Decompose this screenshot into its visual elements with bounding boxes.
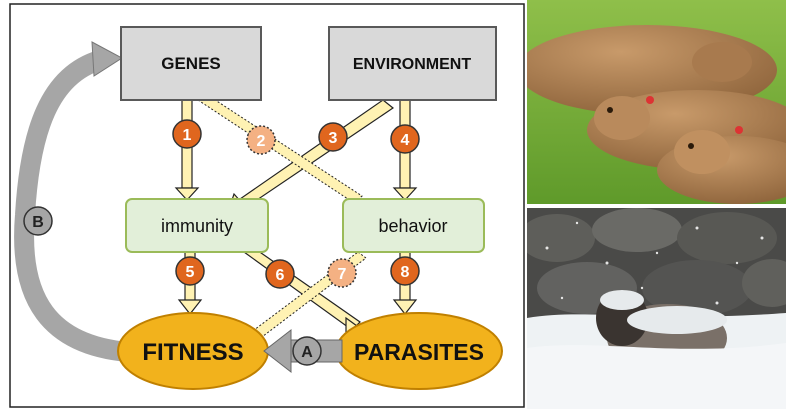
parasites-label: PARASITES	[354, 339, 484, 365]
behavior-box	[342, 198, 485, 253]
svg-text:4: 4	[401, 132, 410, 149]
path-marker-6: 6	[265, 259, 295, 289]
photo-sheep-grass	[527, 0, 786, 204]
svg-text:B: B	[32, 214, 44, 231]
photo-sheep-snow	[527, 208, 786, 409]
svg-text:2: 2	[257, 133, 266, 150]
arrow-path-2	[197, 93, 363, 204]
path-marker-8: 8	[390, 256, 420, 286]
genes-label: GENES	[161, 54, 221, 73]
path-marker-a: A	[292, 336, 322, 366]
fitness-label: FITNESS	[142, 339, 243, 366]
path-marker-3: 3	[318, 122, 348, 152]
genes-box	[120, 26, 262, 101]
svg-text:3: 3	[329, 130, 338, 147]
svg-text:7: 7	[338, 266, 347, 283]
environment-box	[328, 26, 497, 101]
path-marker-4: 4	[390, 124, 420, 154]
immunity-label: immunity	[161, 216, 233, 236]
svg-text:8: 8	[401, 264, 410, 281]
path-marker-b: B	[23, 206, 53, 236]
behavior-label: behavior	[378, 216, 447, 236]
path-marker-7: 7	[327, 258, 357, 288]
environment-label: ENVIRONMENT	[353, 56, 471, 73]
svg-text:6: 6	[276, 267, 285, 284]
path-marker-1: 1	[172, 119, 202, 149]
svg-text:5: 5	[186, 264, 195, 281]
path-marker-2: 2	[246, 125, 276, 155]
svg-text:A: A	[301, 344, 313, 361]
arrow-b-head	[91, 41, 123, 77]
svg-text:1: 1	[183, 127, 192, 144]
immunity-box	[125, 198, 269, 253]
path-marker-5: 5	[175, 256, 205, 286]
